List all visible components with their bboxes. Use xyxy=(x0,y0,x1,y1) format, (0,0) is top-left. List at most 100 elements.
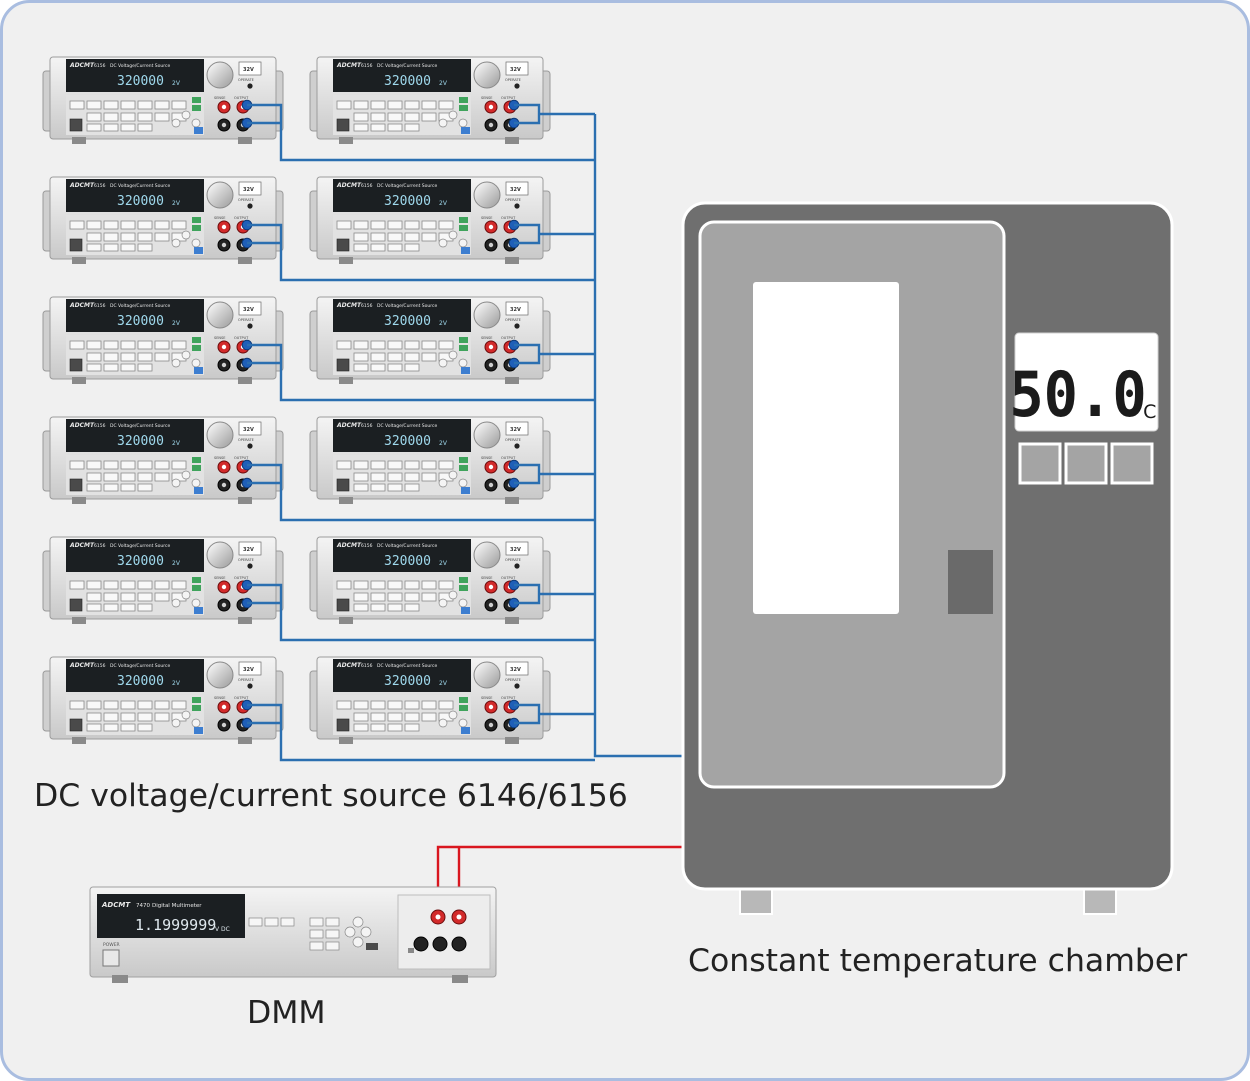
bus-wire xyxy=(247,703,595,762)
chamber-button-3[interactable] xyxy=(1110,442,1154,485)
temperature-unit: °C xyxy=(1134,401,1157,423)
source-title: DC Voltage/Current Source xyxy=(377,63,437,69)
source-model: 6156 xyxy=(94,663,106,669)
source-title: DC Voltage/Current Source xyxy=(110,543,170,549)
source-operate-label: OPERATE xyxy=(238,678,254,682)
source-range-badge: 32V xyxy=(510,187,521,193)
source-operate-label: OPERATE xyxy=(505,678,521,682)
source-brand: ADCMT xyxy=(336,62,362,69)
source-reading: 320000 xyxy=(117,74,164,89)
source-sense-label: SENSE xyxy=(214,336,225,340)
source-unit-suffix: 2V xyxy=(439,80,448,87)
chamber-button-1[interactable] xyxy=(1018,442,1062,485)
source-model: 6156 xyxy=(361,423,373,429)
source-range-badge: 32V xyxy=(243,187,254,193)
dmm-power-label: POWER xyxy=(103,942,120,948)
dmm-brand: ADCMT xyxy=(101,901,131,909)
temperature-readout: 50.0 xyxy=(1009,360,1146,432)
source-title: DC Voltage/Current Source xyxy=(110,663,170,669)
source-output-label: OUTPUT xyxy=(501,696,516,700)
source-operate-label: OPERATE xyxy=(505,438,521,442)
source-title: DC Voltage/Current Source xyxy=(110,303,170,309)
source-model: 6156 xyxy=(94,183,106,189)
source-operate-label: OPERATE xyxy=(505,78,521,82)
dmm-model: 7470 xyxy=(136,903,150,909)
bus-wire xyxy=(247,343,595,402)
source-reading: 320000 xyxy=(384,674,431,689)
chamber-caption: Constant temperature chamber xyxy=(688,943,1187,979)
source-sense-label: SENSE xyxy=(214,216,225,220)
source-brand: ADCMT xyxy=(336,422,362,429)
source-brand: ADCMT xyxy=(336,662,362,669)
source-unit-suffix: 2V xyxy=(439,560,448,567)
source-output-label: OUTPUT xyxy=(501,336,516,340)
source-brand: ADCMT xyxy=(336,302,362,309)
source-unit-suffix: 2V xyxy=(172,320,181,327)
source-brand: ADCMT xyxy=(69,422,95,429)
source-output-label: OUTPUT xyxy=(234,336,249,340)
source-sense-label: SENSE xyxy=(481,696,492,700)
source-model: 6156 xyxy=(94,303,106,309)
source-output-label: OUTPUT xyxy=(234,96,249,100)
source-brand: ADCMT xyxy=(69,542,95,549)
source-model: 6156 xyxy=(94,63,106,69)
bus-wire xyxy=(247,463,595,522)
source-sense-label: SENSE xyxy=(481,576,492,580)
chamber-window xyxy=(753,282,899,614)
source-reading: 320000 xyxy=(384,314,431,329)
source-output-label: OUTPUT xyxy=(501,96,516,100)
bus-wiring xyxy=(247,103,683,762)
source-operate-label: OPERATE xyxy=(505,198,521,202)
source-model: 6156 xyxy=(361,63,373,69)
source-title: DC Voltage/Current Source xyxy=(110,183,170,189)
bus-wire xyxy=(514,343,541,365)
source-sense-label: SENSE xyxy=(214,576,225,580)
source-range-badge: 32V xyxy=(243,307,254,313)
temperature-display xyxy=(1014,332,1159,432)
source-title: DC Voltage/Current Source xyxy=(377,663,437,669)
source-range-badge: 32V xyxy=(243,667,254,673)
source-reading: 320000 xyxy=(384,554,431,569)
sources-caption: DC voltage/current source 6146/6156 xyxy=(34,778,628,814)
source-unit-suffix: 2V xyxy=(439,320,448,327)
source-title: DC Voltage/Current Source xyxy=(377,183,437,189)
source-unit-suffix: 2V xyxy=(439,440,448,447)
source-model: 6156 xyxy=(94,543,106,549)
source-title: DC Voltage/Current Source xyxy=(110,63,170,69)
source-output-label: OUTPUT xyxy=(234,456,249,460)
source-range-badge: 32V xyxy=(510,307,521,313)
source-brand: ADCMT xyxy=(69,182,95,189)
source-unit-suffix: 2V xyxy=(172,80,181,87)
source-reading: 320000 xyxy=(384,74,431,89)
source-output-label: OUTPUT xyxy=(501,576,516,580)
bus-wire xyxy=(247,103,595,162)
dmm-caption: DMM xyxy=(247,995,326,1031)
dmm-reading: 1.1999999 xyxy=(135,916,216,934)
dmm-title: Digital Multimeter xyxy=(152,903,202,909)
source-unit-suffix: 2V xyxy=(172,680,181,687)
source-unit-suffix: 2V xyxy=(172,200,181,207)
source-unit-suffix: 2V xyxy=(172,440,181,447)
source-output-label: OUTPUT xyxy=(234,216,249,220)
source-range-badge: 32V xyxy=(510,667,521,673)
source-sense-label: SENSE xyxy=(481,336,492,340)
source-range-badge: 32V xyxy=(510,67,521,73)
source-operate-label: OPERATE xyxy=(238,78,254,82)
chamber-button-2[interactable] xyxy=(1064,442,1108,485)
source-model: 6156 xyxy=(94,423,106,429)
bus-wire xyxy=(514,103,541,125)
door-handle xyxy=(948,550,993,614)
bus-wire xyxy=(514,703,541,725)
source-range-badge: 32V xyxy=(510,547,521,553)
source-operate-label: OPERATE xyxy=(238,318,254,322)
source-output-label: OUTPUT xyxy=(501,456,516,460)
source-model: 6156 xyxy=(361,183,373,189)
